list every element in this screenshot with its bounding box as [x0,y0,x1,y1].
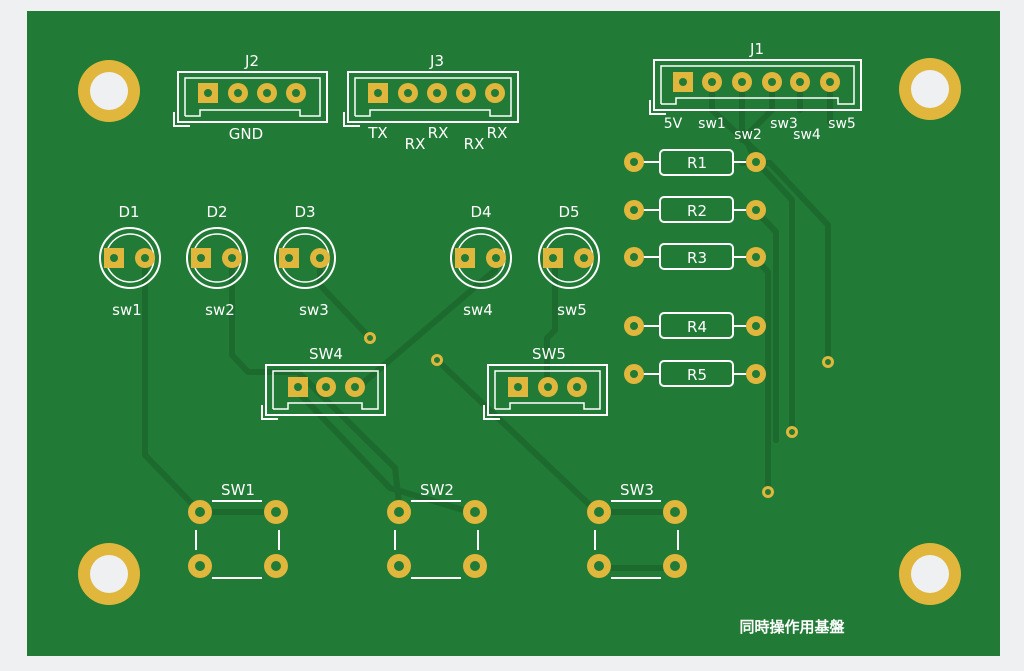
led-d4: D4 sw4 [450,203,512,319]
led-d2: D2 sw2 [186,203,248,319]
switch-sw1: SW1 [188,481,288,579]
switch-sw3: SW3 [587,481,687,579]
d2-ref: D2 [206,203,227,221]
j3-pin-rx-3: RX [464,135,485,153]
sw5-ref: SW5 [532,345,566,363]
j3-pin-rx-2: RX [428,124,449,142]
j3-pin-rx-1: RX [405,135,426,153]
j3-pin-rx-4: RX [487,124,508,142]
connector-sw5: SW5 [483,345,608,420]
d5-net: sw5 [557,301,587,319]
board-title: 同時操作用基盤 [739,618,845,636]
resistor-r2: R2 [624,196,766,223]
led-d5: D5 sw5 [538,203,600,319]
j1-pin-5v: 5V [664,116,683,132]
connector-j2: J2 GND [173,52,328,143]
d4-ref: D4 [470,203,491,221]
sw2-ref: SW2 [420,481,454,499]
led-d3: D3 sw3 [274,203,336,319]
led-d1: D1 sw1 [99,203,161,319]
d1-ref: D1 [118,203,139,221]
connector-j3: J3 TX RX RX RX RX [343,52,519,153]
j1-pin-sw5: sw5 [828,116,856,132]
resistor-r3: R3 [624,243,766,270]
j2-pin-gnd: GND [229,125,263,143]
r5-ref: R5 [687,366,707,384]
j1-pin-sw3: sw3 [770,116,798,132]
r4-ref: R4 [687,318,707,336]
j1-pin-sw1: sw1 [698,116,726,132]
d3-ref: D3 [294,203,315,221]
d1-net: sw1 [112,301,142,319]
sw3-ref: SW3 [620,481,654,499]
j1-pin-sw4: sw4 [793,127,821,143]
sw1-ref: SW1 [221,481,255,499]
resistor-r4: R4 [624,312,766,339]
mounting-holes [78,58,961,605]
j3-ref: J3 [429,52,444,70]
j3-pin-tx: TX [367,124,387,142]
switch-sw2: SW2 [387,481,487,579]
resistor-r5: R5 [624,360,766,387]
d3-net: sw3 [299,301,329,319]
pcb-board [27,11,1000,656]
r3-ref: R3 [687,249,707,267]
d5-ref: D5 [558,203,579,221]
j2-ref: J2 [244,52,259,70]
d4-net: sw4 [463,301,493,319]
j1-pin-sw2: sw2 [734,127,762,143]
r1-ref: R1 [687,154,707,172]
sw4-ref: SW4 [309,345,343,363]
connector-j1: J1 5V sw1 sw2 sw3 sw4 sw5 [649,40,862,143]
d2-net: sw2 [205,301,235,319]
j1-ref: J1 [749,40,764,58]
r2-ref: R2 [687,202,707,220]
resistor-r1: R1 [624,149,766,176]
connector-sw4: SW4 [261,345,386,420]
